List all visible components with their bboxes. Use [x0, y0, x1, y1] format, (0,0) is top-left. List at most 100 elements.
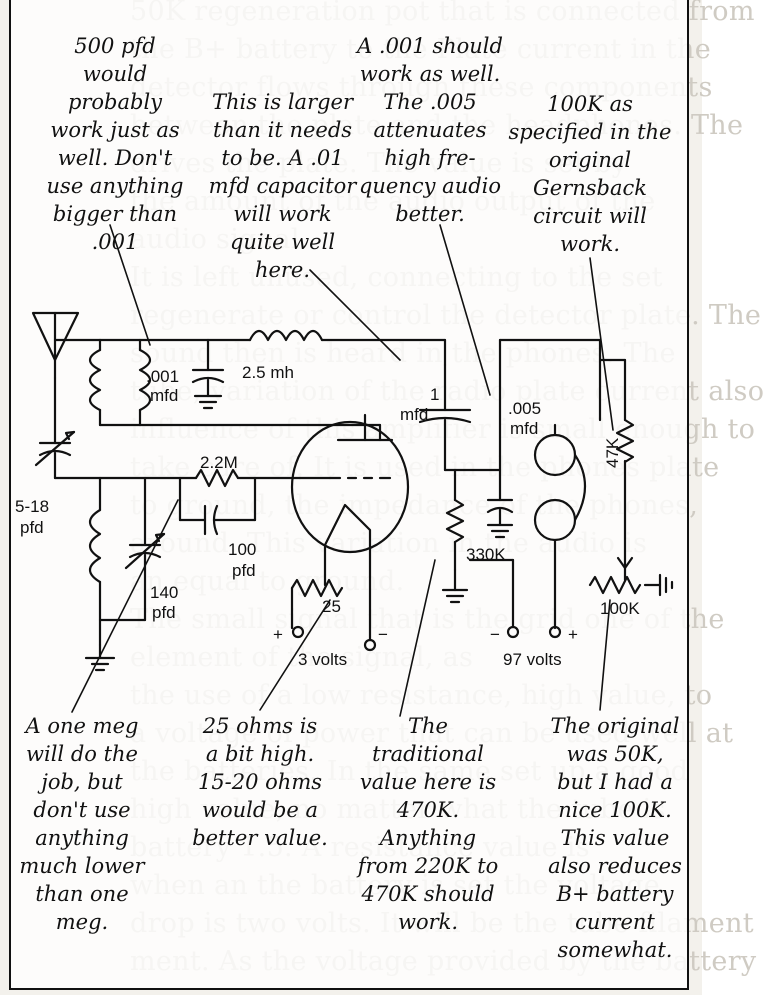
- note-line: bigger than: [52, 202, 178, 226]
- note-25-ohms: 25 ohms is a bit high. 15-20 ohms would be …: [180, 712, 340, 852]
- ground-symbol-1: [193, 394, 223, 410]
- label-c005: .005: [508, 399, 541, 418]
- note-line: traditional: [372, 742, 484, 766]
- label-3v-minus: −: [378, 625, 388, 644]
- terminal-3v-minus: [363, 638, 377, 652]
- note-line: 100K as: [547, 92, 633, 116]
- note-line: here.: [254, 258, 311, 282]
- note-line: probably: [67, 90, 163, 114]
- resistor-47k: [615, 418, 635, 464]
- note-line: somewhat.: [557, 938, 673, 962]
- note-original-50k: The original was 50K, but I had a nice 100K…: [540, 712, 690, 964]
- note-line: much lower: [19, 854, 145, 878]
- note-line: high fre-: [384, 146, 476, 170]
- note-line: a bit high.: [205, 742, 315, 766]
- note-line: original: [548, 148, 632, 172]
- label-pot100: 100K: [600, 599, 640, 618]
- note-line: 25 ohms is: [202, 714, 318, 738]
- pot-25-ohm: [290, 578, 344, 598]
- note-line: mfd capacitor: [208, 174, 357, 198]
- note-line: than it needs: [212, 118, 353, 142]
- note-line: don't use: [33, 798, 131, 822]
- label-97v-plus: +: [568, 625, 578, 644]
- note-line: use anything: [46, 174, 184, 198]
- note-line: work.: [559, 232, 621, 256]
- terminal-97v-plus: [548, 625, 562, 639]
- note-line: quite well: [229, 230, 336, 254]
- label-r47: 47K: [603, 437, 622, 468]
- note-line: work just as: [50, 118, 180, 142]
- note-line: 470K.: [396, 798, 460, 822]
- note-line: would: [82, 62, 148, 86]
- leader-lines: [71, 224, 614, 717]
- note-line: job, but: [41, 770, 123, 794]
- ground-symbol-5: [658, 573, 674, 597]
- note-line: A .001 should: [357, 34, 503, 58]
- label-pot25: 25: [322, 597, 341, 616]
- inductor-2-5mh: [248, 329, 324, 342]
- headphone-upper: [533, 433, 577, 477]
- note-line: but I had a: [557, 770, 673, 794]
- note-line: better value.: [192, 826, 328, 850]
- note-line: The: [408, 714, 448, 738]
- note-line: Anything: [379, 826, 477, 850]
- note-line: work as well.: [359, 62, 501, 86]
- label-c518-unit: pfd: [20, 518, 44, 537]
- note-line: The .005: [383, 90, 477, 114]
- label-c100: 100: [228, 540, 256, 559]
- note-line: well. Don't: [57, 146, 173, 170]
- label-c1-unit: mfd: [400, 405, 428, 424]
- note-line: will work: [233, 202, 332, 226]
- note-line: 470K should: [361, 882, 495, 906]
- antenna-symbol: [31, 311, 80, 380]
- antenna-coil: [88, 348, 102, 412]
- note-line: better.: [395, 202, 465, 226]
- note-500pfd: 500 pfd would probably work just as well. Do…: [20, 32, 210, 256]
- note-line: attenuates: [373, 118, 487, 142]
- resistor-330k: [445, 498, 465, 544]
- diagram-frame: [9, 0, 689, 990]
- ground-symbol-2: [84, 656, 116, 672]
- coupling-coil: [138, 348, 152, 412]
- note-line: 500 pfd: [74, 34, 156, 58]
- note-line: A one meg: [25, 714, 139, 738]
- note-line: quency audio: [358, 174, 502, 198]
- note-line: .001: [91, 230, 139, 254]
- note-traditional: The traditional value here is 470K. Anything…: [338, 712, 518, 936]
- label-r330: 330K: [466, 545, 506, 564]
- note-line: Gernsback: [533, 176, 647, 200]
- note-line: The original: [550, 714, 680, 738]
- label-c001: .001: [146, 367, 179, 386]
- label-c140-unit: pfd: [152, 603, 176, 622]
- note-line: to be. A .01: [221, 146, 344, 170]
- note-line: from 220K to: [357, 854, 499, 878]
- label-97v: 97 volts: [503, 650, 562, 669]
- schematic: .001 mfd 2.5 mh 2.2M 5-18 pfd 100 pfd 14…: [15, 224, 674, 717]
- terminal-3v-plus: [291, 625, 305, 639]
- tuning-coil: [88, 508, 102, 584]
- label-97v-minus: −: [490, 625, 500, 644]
- note-line: nice 100K.: [558, 798, 672, 822]
- note-line: value here is: [359, 770, 497, 794]
- label-c001-unit: mfd: [150, 386, 178, 405]
- pot-100k: [588, 575, 642, 595]
- label-c1: 1: [430, 385, 439, 404]
- note-line: would be a: [201, 798, 319, 822]
- label-l25: 2.5 mh: [242, 363, 294, 382]
- terminal-97v-minus: [506, 625, 520, 639]
- label-3v: 3 volts: [298, 650, 347, 669]
- note-line: B+ battery: [556, 882, 674, 906]
- note-line: work.: [397, 910, 459, 934]
- label-c518: 5-18: [15, 497, 49, 516]
- note-line: 15-20 ohms: [197, 770, 323, 794]
- note-line: This value: [560, 826, 670, 850]
- note-line: than one: [35, 882, 129, 906]
- note-line: meg.: [55, 910, 109, 934]
- ground-symbol-3: [486, 523, 514, 539]
- ground-symbol-4: [441, 588, 469, 604]
- label-c100-unit: pfd: [232, 561, 256, 580]
- note-line: was 50K,: [566, 742, 664, 766]
